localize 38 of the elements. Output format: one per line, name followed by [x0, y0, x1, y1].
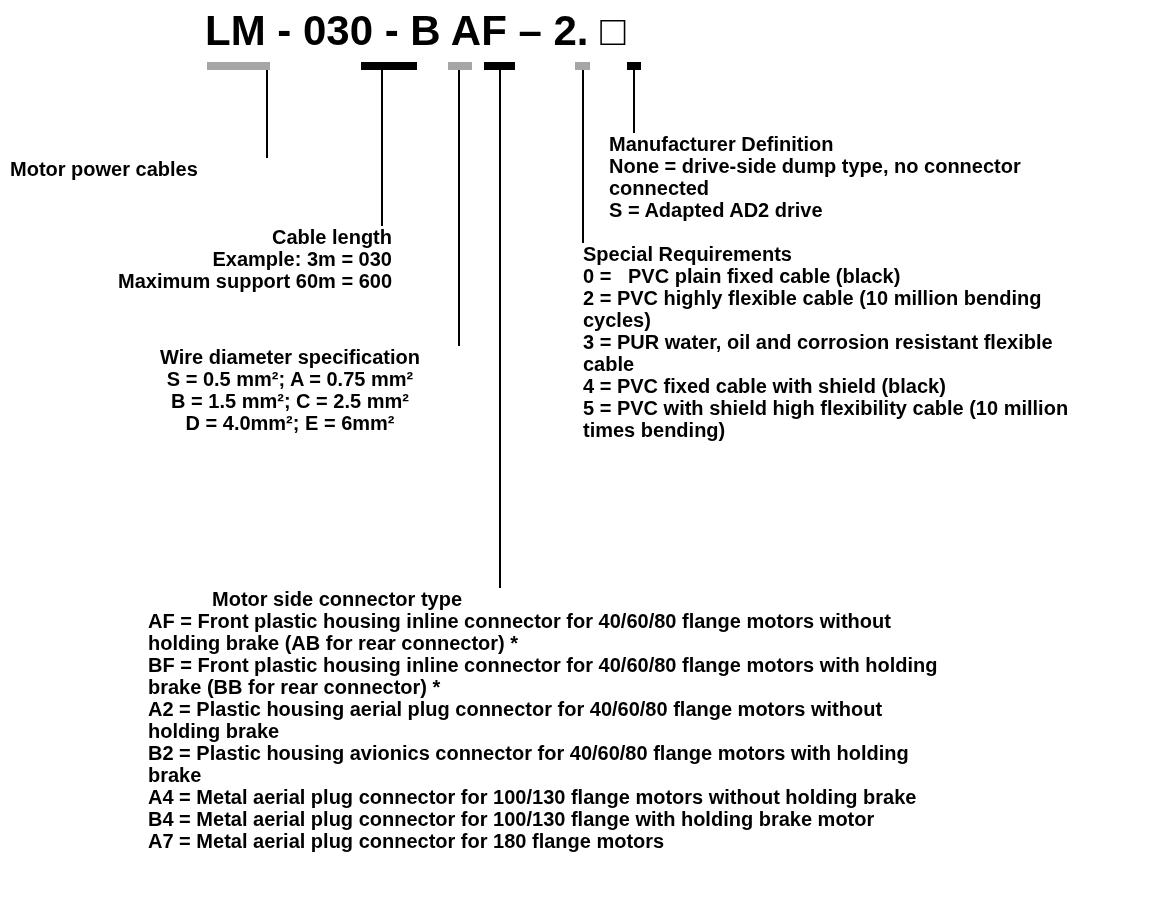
- leader-line: [266, 69, 268, 159]
- leader-line: [458, 69, 460, 347]
- code-segment-bar: [448, 62, 472, 70]
- leader-line: [582, 69, 584, 244]
- type-code-title: LM - 030 - B AF – 2. □: [205, 6, 626, 56]
- field-heading: Motor power cables: [10, 158, 199, 180]
- field-heading: Special Requirements: [583, 243, 793, 265]
- code-description: None = drive-side dump type, no connector connected: [609, 155, 1022, 199]
- code-description: 0 = PVC plain fixed cable (black): [583, 265, 902, 287]
- code-description: S = 0.5 mm²; A = 0.75 mm²: [165, 368, 415, 390]
- code-segment-bar: [361, 62, 417, 70]
- code-segment-bar: [484, 62, 515, 70]
- code-description: B = 1.5 mm²; C = 2.5 mm²: [170, 390, 410, 412]
- code-description: AF = Front plastic housing inline connector for 40/60/80 flange motors without holding brake (AB for rear connector) *: [148, 610, 892, 654]
- field-heading: Motor side connector type: [211, 588, 464, 610]
- code-description: A7 = Metal aerial plug connector for 180 flange motors: [148, 830, 666, 852]
- leader-line: [381, 69, 383, 227]
- code-description: Example: 3m = 030: [211, 248, 392, 270]
- field-heading: Wire diameter specification: [159, 346, 421, 368]
- code-description: 2 = PVC highly flexible cable (10 million bending cycles): [583, 287, 1043, 331]
- field-heading: Manufacturer Definition: [609, 133, 835, 155]
- code-segment-bar: [207, 62, 270, 70]
- code-description: S = Adapted AD2 drive: [609, 199, 824, 221]
- code-description: D = 4.0mm²; E = 6mm²: [184, 412, 396, 434]
- field-heading: Cable length: [271, 226, 392, 248]
- code-description: B4 = Metal aerial plug connector for 100/130 flange with holding brake motor: [148, 808, 876, 830]
- code-segment-bar: [627, 62, 641, 70]
- leader-line: [499, 69, 501, 589]
- code-description: B2 = Plastic housing avionics connector for 40/60/80 flange motors with holding brake: [148, 742, 910, 786]
- code-segment-bar: [575, 62, 590, 70]
- code-description: 3 = PUR water, oil and corrosion resistant flexible cable: [583, 331, 1054, 375]
- code-description: 4 = PVC fixed cable with shield (black): [583, 375, 947, 397]
- code-description: A2 = Plastic housing aerial plug connector for 40/60/80 flange motors without holding brake: [148, 698, 884, 742]
- code-description: BF = Front plastic housing inline connector for 40/60/80 flange motors with holding brake (BB for rear connector) *: [148, 654, 939, 698]
- code-description: A4 = Metal aerial plug connector for 100/130 flange motors without holding brake: [148, 786, 918, 808]
- leader-line: [633, 69, 635, 134]
- code-description: 5 = PVC with shield high flexibility cable (10 million times bending): [583, 397, 1070, 441]
- code-description: Maximum support 60m = 600: [117, 270, 392, 292]
